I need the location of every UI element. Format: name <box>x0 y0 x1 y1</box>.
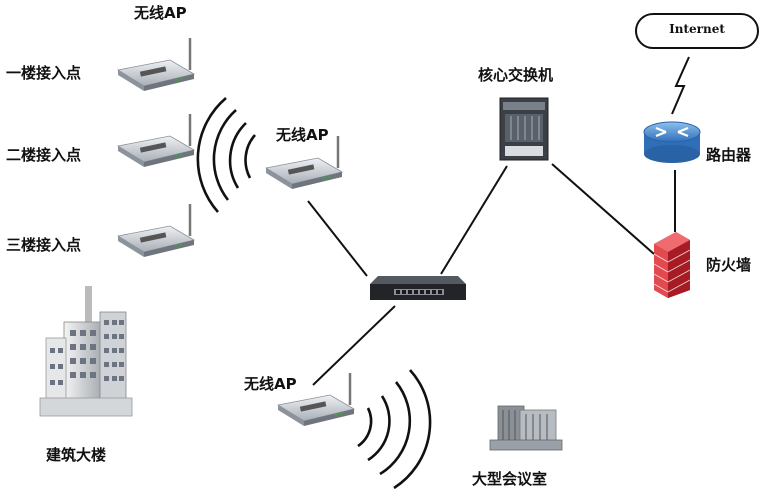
label-firewall: 防火墙 <box>706 256 752 274</box>
label-internet: Internet <box>669 22 725 36</box>
link-core-switch <box>440 165 508 275</box>
connection-lines <box>307 56 690 386</box>
firewall-icon <box>653 232 691 298</box>
core-switch-icon <box>499 97 549 161</box>
label-floor3: 三楼接入点 <box>6 236 82 254</box>
label-ap-bottom: 无线AP <box>244 375 297 393</box>
signal-waves-icon <box>357 369 432 490</box>
building-icon <box>39 286 133 417</box>
label-ap-top: 无线AP <box>134 4 187 22</box>
link-ap-middle-switch <box>307 200 368 277</box>
label-core-switch: 核心交换机 <box>478 66 554 84</box>
cloud-icon <box>635 13 759 49</box>
label-conference: 大型会议室 <box>472 470 548 488</box>
signal-waves-icon <box>196 97 257 213</box>
label-building: 建筑大楼 <box>46 446 107 464</box>
wireless-ap-icon <box>116 36 196 93</box>
wireless-ap-icon <box>116 112 196 169</box>
label-floor2: 二楼接入点 <box>6 146 82 164</box>
conference-building-icon <box>489 405 563 451</box>
link-internet-router <box>671 56 690 115</box>
link-core-firewall <box>551 163 655 255</box>
label-router: 路由器 <box>706 146 752 164</box>
label-ap-middle: 无线AP <box>276 126 329 144</box>
router-icon <box>643 121 701 163</box>
network-switch-icon <box>370 276 466 300</box>
label-floor1: 一楼接入点 <box>6 64 82 82</box>
wireless-ap-icon <box>116 202 196 259</box>
link-ap-bottom-switch <box>312 305 396 386</box>
